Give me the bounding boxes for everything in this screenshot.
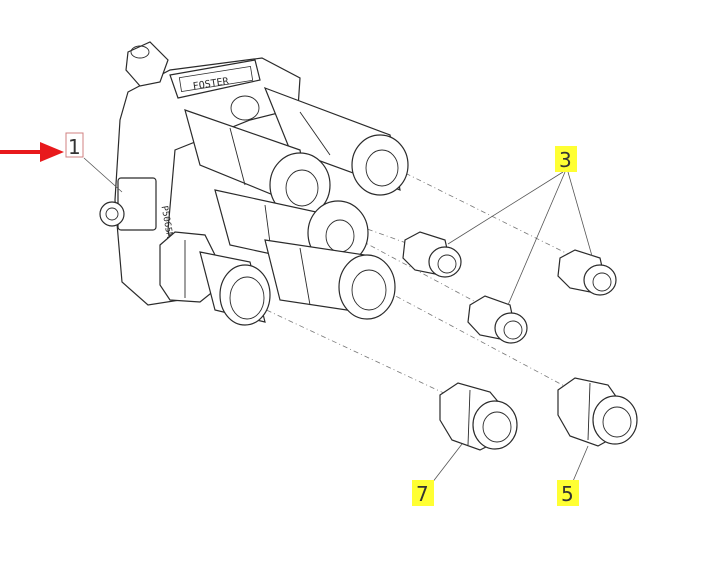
callout-3: 3 [555,146,577,172]
leader-lines [83,157,593,494]
valve-body: FOSTER P5065M [99,41,409,326]
fitting-3-b [557,249,617,296]
callout-5: 5 [557,480,579,506]
callout-3-label: 3 [559,148,572,172]
fitting-3-a [402,231,462,278]
callout-5-label: 5 [561,482,574,506]
callout-7: 7 [412,480,434,506]
callout-7-label: 7 [416,482,429,506]
red-arrow-icon [0,142,64,162]
fitting-5 [557,377,638,447]
callout-1-label: 1 [68,135,81,159]
fitting-3-c [467,295,528,344]
fitting-7 [439,382,518,451]
callout-1: 1 [65,132,84,159]
